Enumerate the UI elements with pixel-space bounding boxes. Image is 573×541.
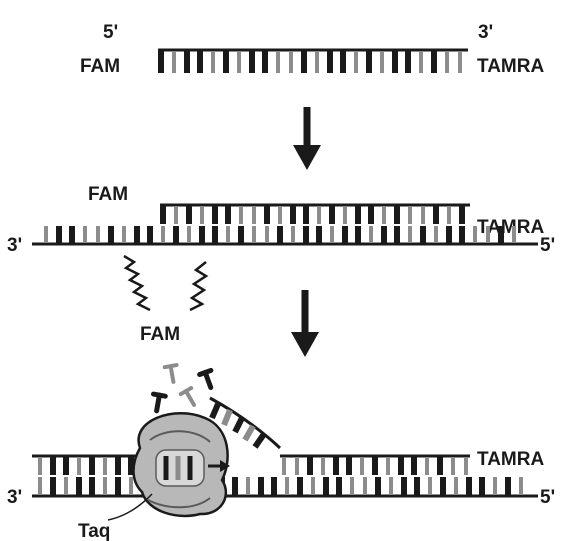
stage-annealed-probe: FAM TAMRA 3' 5' — [7, 184, 555, 256]
extending-strand-bases — [40, 457, 144, 475]
cleavage-3prime-label: 3' — [7, 487, 22, 508]
free-nucleotides — [151, 365, 217, 412]
probe-tamra-label: TAMRA — [477, 56, 544, 77]
free-nucleotide — [181, 388, 199, 408]
released-fam-label: FAM — [140, 324, 180, 345]
remaining-probe-bases — [284, 457, 466, 475]
stage-cleavage: TAMRA 3' 5' — [7, 398, 555, 541]
template-3prime-label: 3' — [7, 235, 22, 256]
cleavage-5prime-label: 5' — [540, 487, 555, 508]
template-strand-bases — [46, 226, 514, 243]
taq-label: Taq — [78, 521, 110, 541]
cleavage-tamra-label: TAMRA — [477, 449, 544, 470]
down-arrow-icon — [291, 290, 319, 357]
probe-5prime-label: 5' — [103, 22, 118, 43]
template-5prime-label: 5' — [540, 235, 555, 256]
probe-3prime-label: 3' — [478, 22, 493, 43]
stage-free-probe: 5' FAM 3' TAMRA — [80, 22, 544, 77]
free-nucleotide — [151, 394, 166, 412]
free-nucleotide — [165, 365, 180, 383]
down-arrow-icon — [293, 107, 321, 170]
annealed-fam-label: FAM — [88, 184, 128, 205]
released-fam-fragments: FAM — [124, 256, 206, 345]
cleavage-template-bases — [40, 477, 521, 495]
probe-bases — [161, 51, 460, 73]
free-nucleotide — [200, 370, 217, 389]
probe-fam-label: FAM — [80, 56, 120, 77]
annealed-probe-bases — [163, 206, 462, 224]
